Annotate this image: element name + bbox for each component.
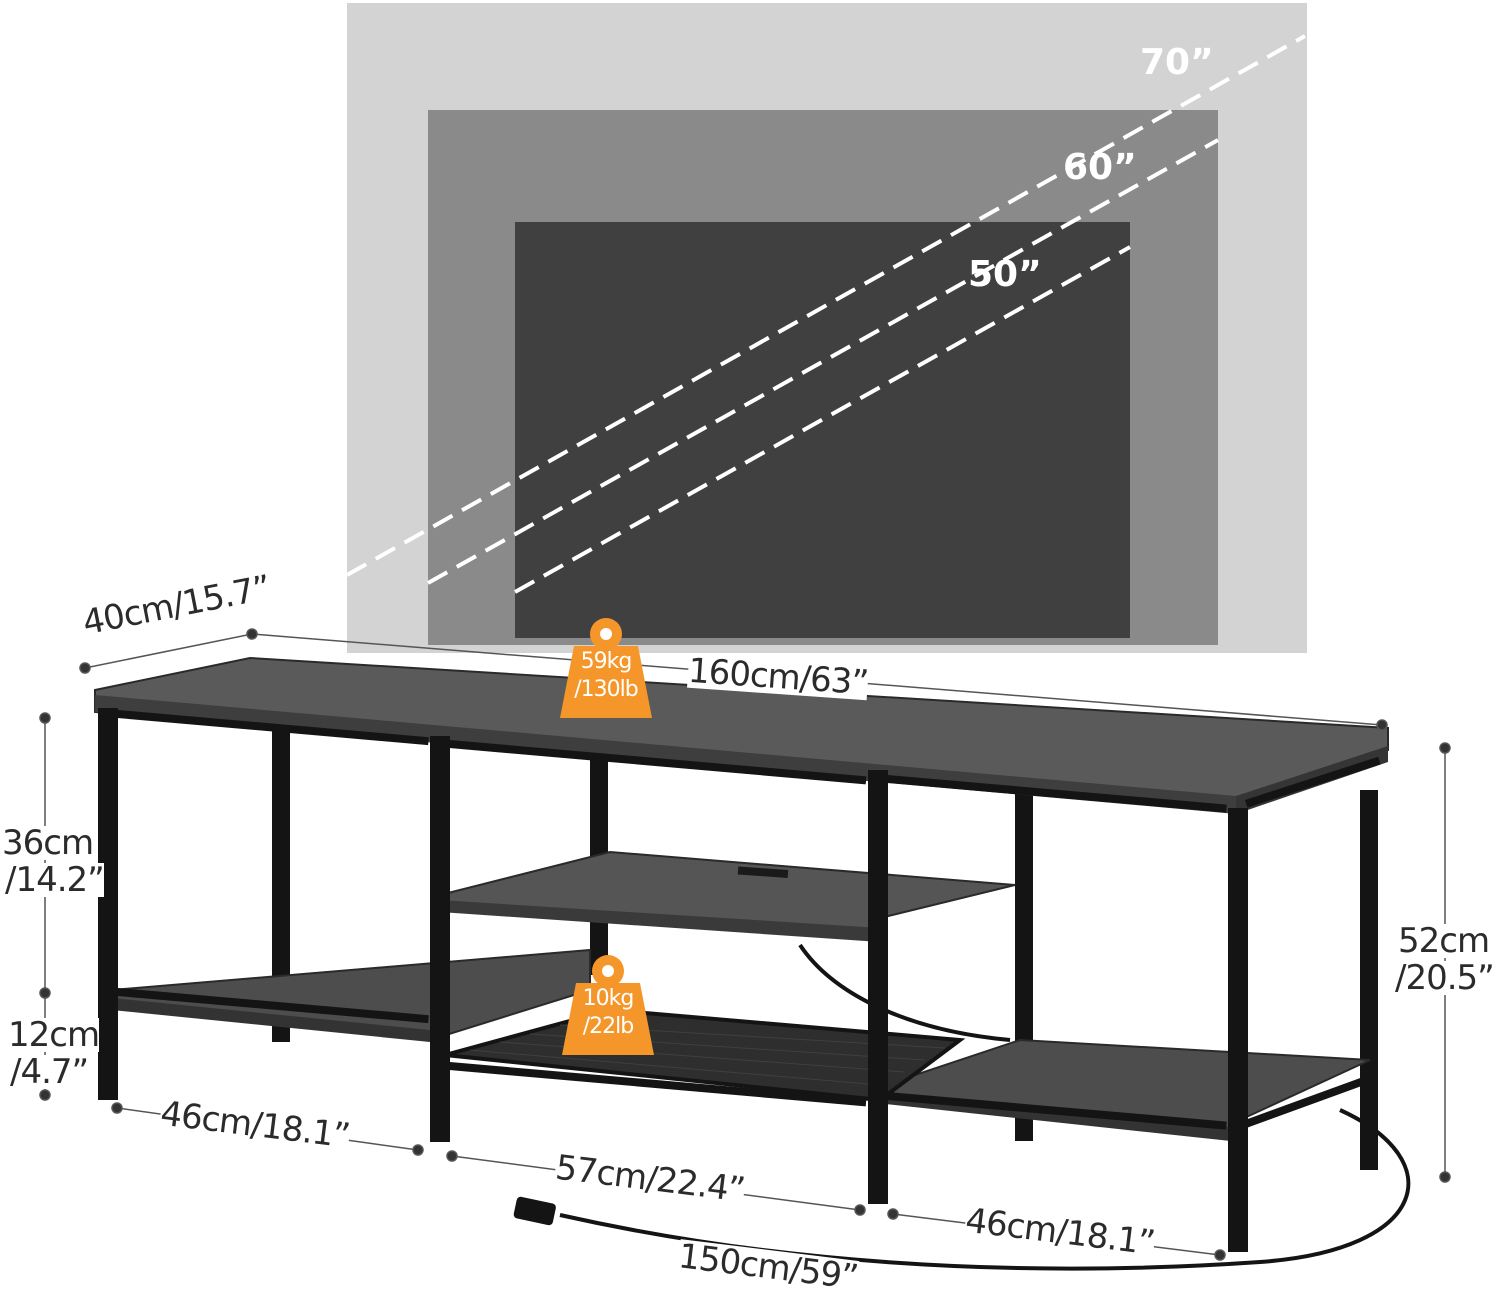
tv-50-screen bbox=[515, 222, 1130, 638]
top-load-lb: /130lb bbox=[574, 676, 638, 702]
tv-size-60-label: 60” bbox=[1063, 147, 1137, 188]
tv-size-outlines bbox=[346, 3, 1307, 653]
tv-size-70-label: 70” bbox=[1140, 42, 1214, 83]
tv-size-50-label: 50” bbox=[968, 254, 1042, 295]
upper-height-in-label: /14.2” bbox=[5, 860, 105, 900]
upper-height-cm-label: 36cm bbox=[2, 823, 94, 863]
weight-icon bbox=[560, 618, 652, 718]
top-load-kg: 59kg bbox=[580, 649, 633, 674]
stand-frame-front bbox=[98, 708, 1381, 1252]
lower-height-in-label: /4.7” bbox=[10, 1052, 89, 1092]
total-height-in-label: /20.5” bbox=[1395, 958, 1495, 998]
dimension-lines bbox=[39, 628, 1451, 1261]
total-height-cm-label: 52cm bbox=[1398, 921, 1490, 961]
weight-icon bbox=[562, 955, 654, 1055]
lower-height-cm-label: 12cm bbox=[8, 1015, 100, 1055]
shelf-load-lb: /22lb bbox=[582, 1013, 634, 1039]
power-plug bbox=[513, 1196, 556, 1226]
shelf-load-kg: 10kg bbox=[582, 986, 635, 1011]
